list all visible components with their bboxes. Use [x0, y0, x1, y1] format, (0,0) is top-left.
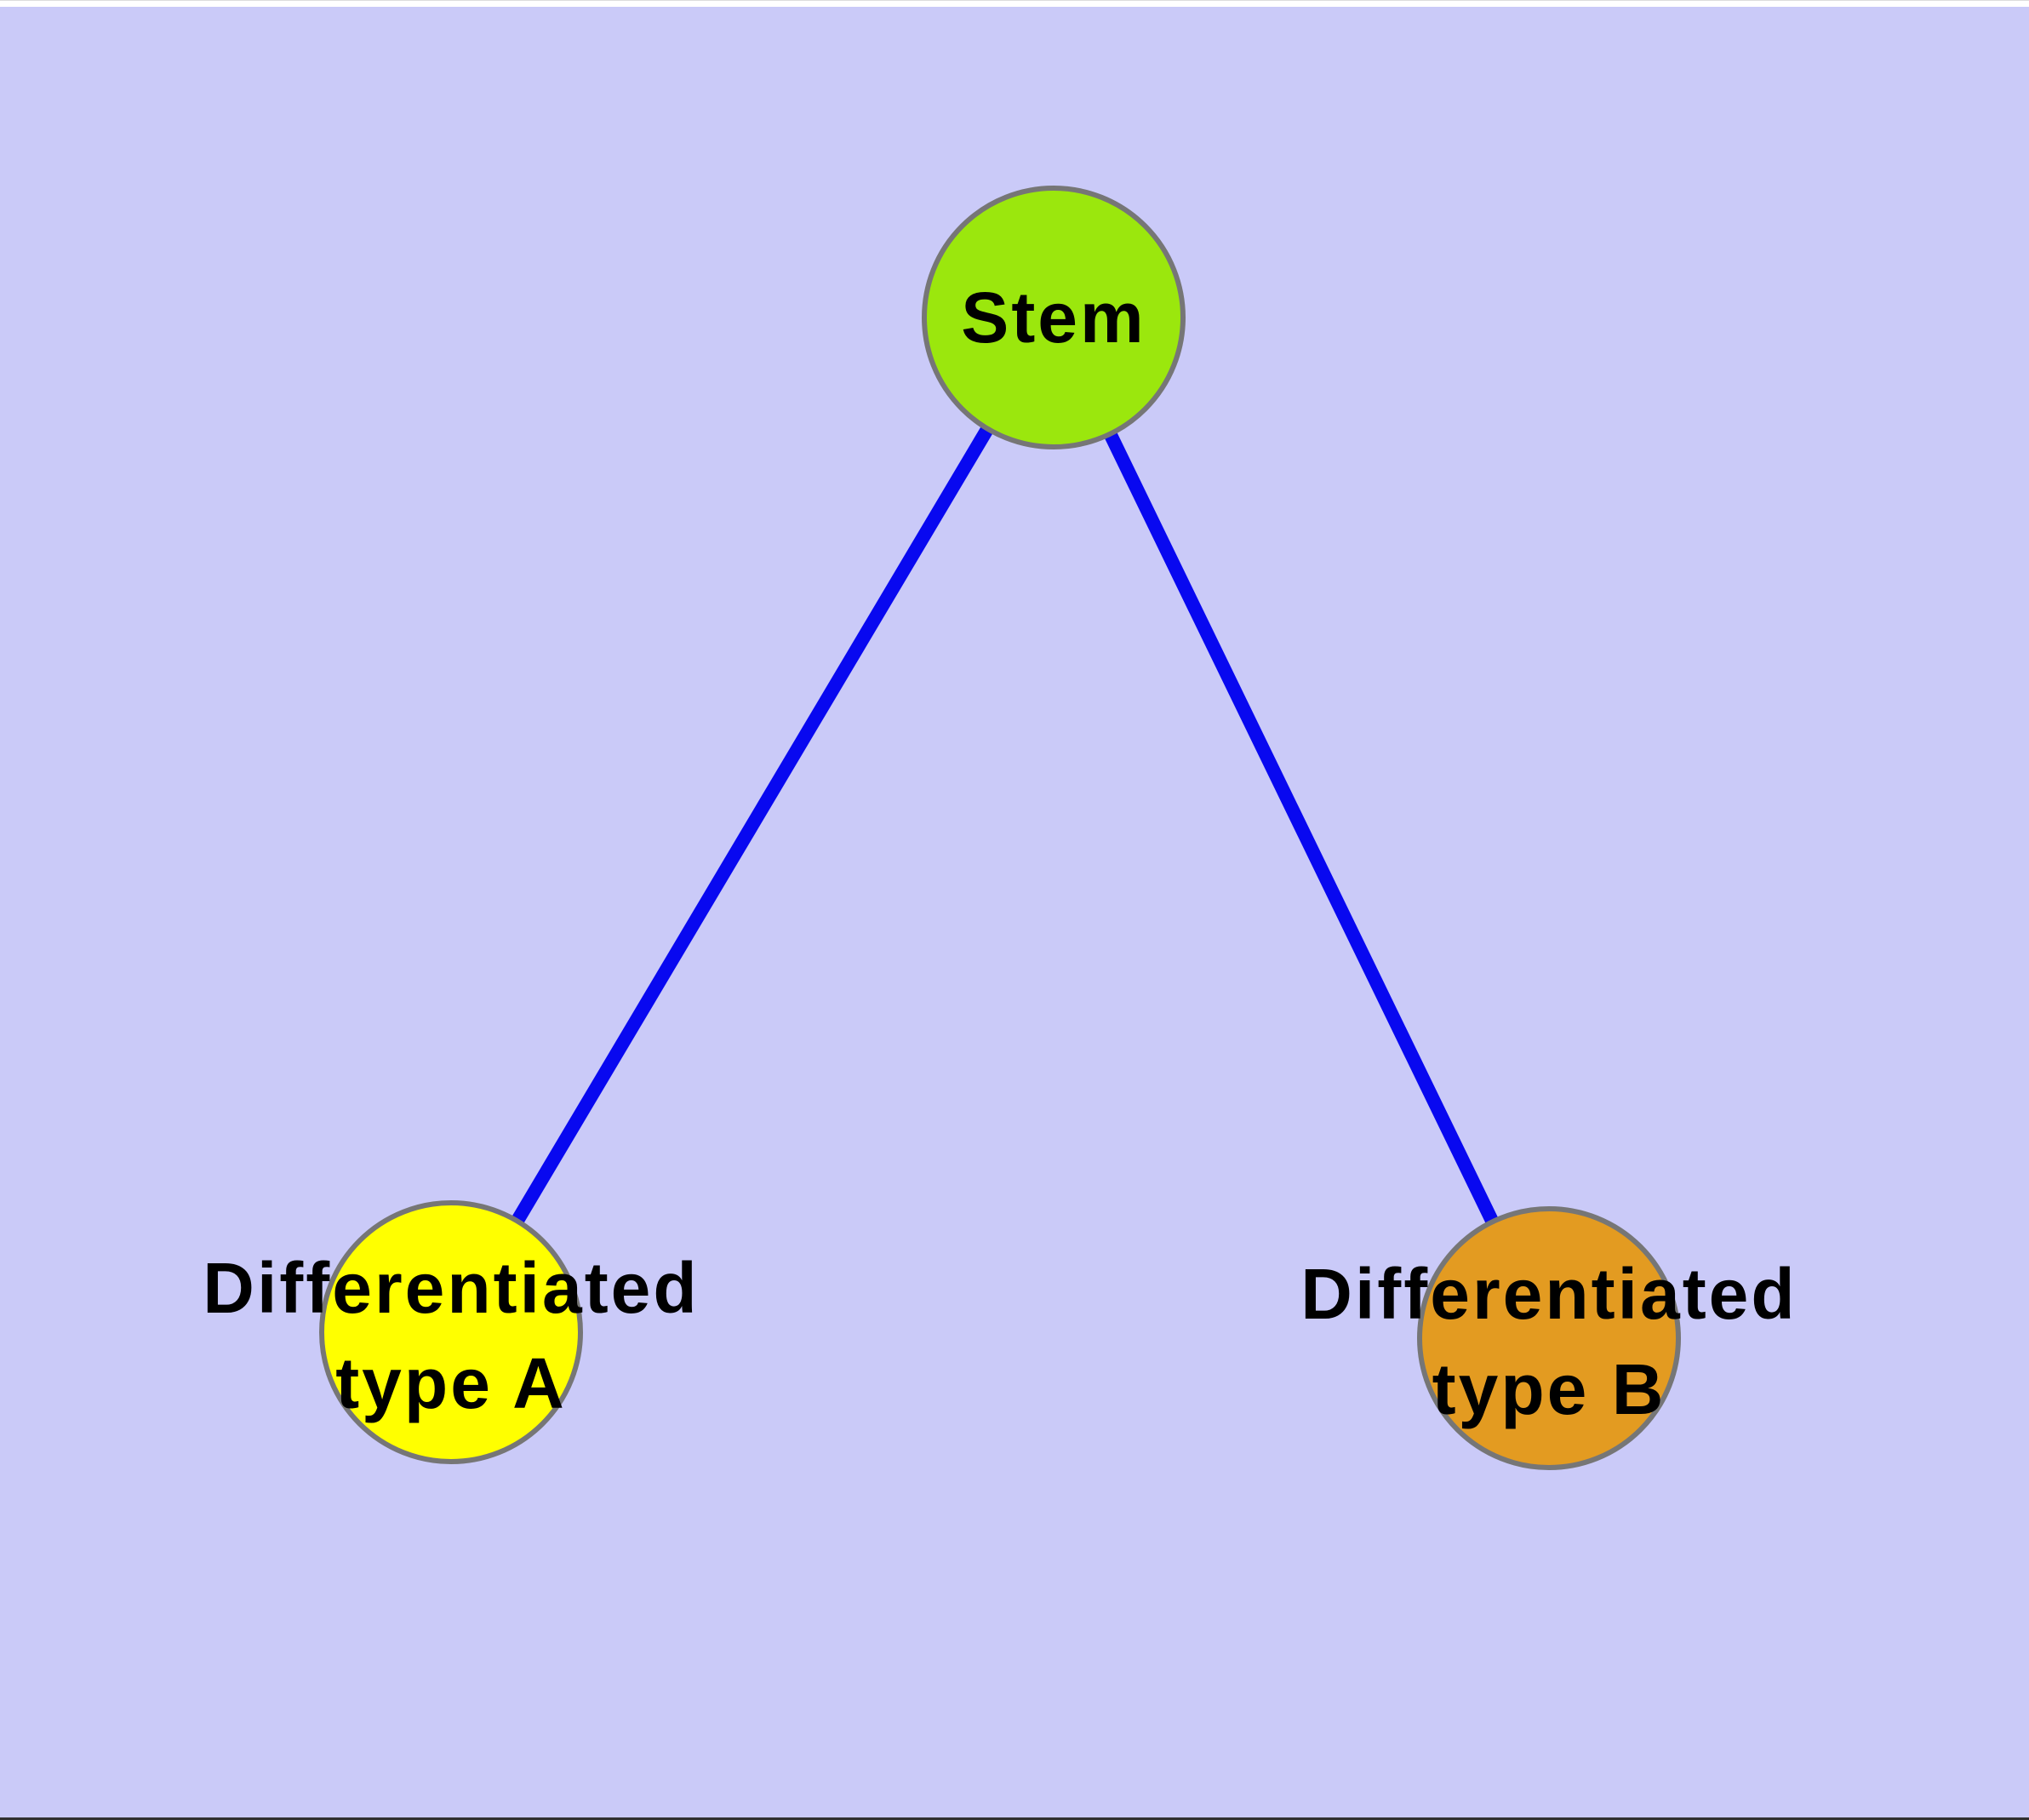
edge-stem-to-type-b	[1047, 314, 1556, 1342]
node-circle-type-a	[319, 1200, 583, 1464]
node-circle-type-b	[1417, 1206, 1681, 1470]
node-label-type-b-line-0: Differentiated	[1300, 1254, 1797, 1334]
node-circle-stem	[922, 186, 1186, 449]
node-label-type-a-line-0: Differentiated	[203, 1248, 699, 1328]
edge-stem-to-type-a	[445, 313, 1060, 1336]
bottom-border	[0, 1817, 2029, 1820]
node-label-type-a-line-1: type A	[335, 1343, 567, 1423]
top-hairline	[0, 0, 2029, 1]
node-label-type-b-line-1: type B	[1432, 1349, 1666, 1429]
node-label-stem-line-0: Stem	[961, 278, 1146, 358]
